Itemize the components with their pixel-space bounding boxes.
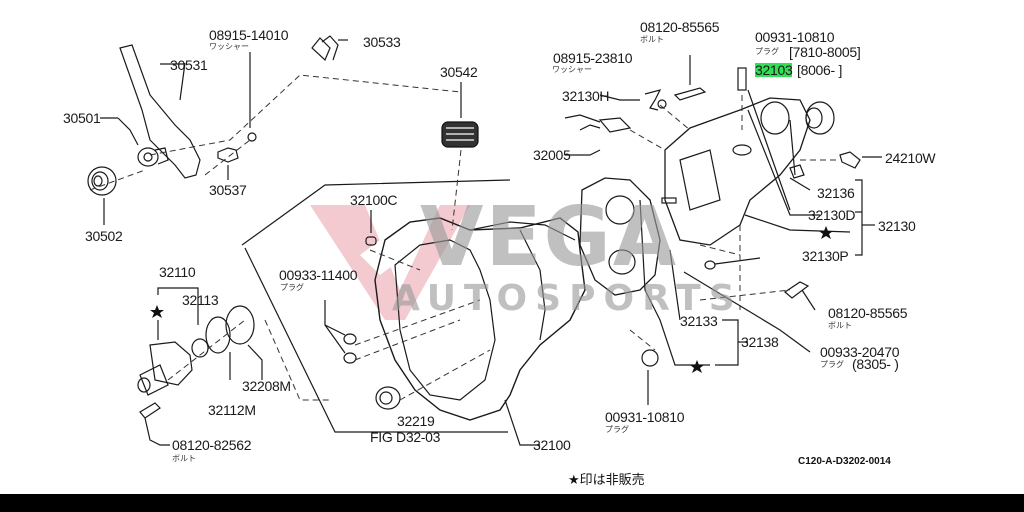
part-label-32130H[interactable]: 32130H [562,88,610,104]
part-label-08915-14010[interactable]: 08915-14010 [209,27,289,43]
part-label-00931-10810-bottom[interactable]: 00931-10810 [605,409,685,425]
part-label-32113[interactable]: 32113 [182,292,219,308]
part-label-30502[interactable]: 30502 [85,228,123,244]
part-label-32130[interactable]: 32130 [878,218,916,234]
part-desc-plug-left: プラグ [280,283,304,292]
part-label-30542[interactable]: 30542 [440,64,478,80]
part-desc-washer: ワッシャー [209,42,249,51]
footnote-not-for-sale: ★印は非販売 [568,472,645,487]
watermark-title: VEGA [420,190,679,285]
part-range-8006: [8006- ] [797,62,843,78]
part-label-32133[interactable]: 32133 [680,313,718,329]
part-label-30533[interactable]: 30533 [363,34,401,50]
part-label-00933-11400[interactable]: 00933-11400 [279,267,358,283]
part-label-24210W[interactable]: 24210W [885,150,936,166]
part-desc-plug-right: プラグ [820,360,844,369]
part-desc-washer-2: ワッシャー [552,65,592,74]
part-label-32110[interactable]: 32110 [159,264,196,280]
part-label-32130D[interactable]: 32130D [808,207,856,223]
part-label-32112M[interactable]: 32112M [208,402,256,418]
part-desc-bolt-top: ボルト [640,35,664,44]
part-desc-bolt-right: ボルト [828,321,852,330]
part-desc-plug-bottom: プラグ [605,425,629,434]
part-label-32100[interactable]: 32100 [533,437,571,453]
part-label-32005[interactable]: 32005 [533,147,571,163]
part-range-8305: (8305- ) [852,356,899,372]
part-label-32219[interactable]: 32219 [397,413,435,429]
part-desc-plug-top: プラグ [755,47,779,56]
bottom-black-bar [0,494,1024,512]
diagram-code: C120-A-D3202-0014 [798,456,891,467]
part-label-30537[interactable]: 30537 [209,182,247,198]
part-label-32138[interactable]: 32138 [741,334,779,350]
part-label-08915-23810[interactable]: 08915-23810 [553,50,633,66]
star-icon [150,226,833,373]
part-range-7810-8005: [7810-8005] [789,44,861,60]
part-label-00933-20470[interactable]: 00933-20470 [820,344,900,360]
part-label-08120-82562[interactable]: 08120-82562 [172,437,252,453]
part-desc-bolt-left: ボルト [172,454,196,463]
watermark-subtitle: AUTOSPORTS [392,278,743,319]
part-label-08120-85565-top[interactable]: 08120-85565 [640,19,720,35]
part-label-30531[interactable]: 30531 [170,57,208,73]
part-label-00931-10810-top[interactable]: 00931-10810 [755,29,835,45]
part-label-32136[interactable]: 32136 [817,185,855,201]
part-label-30501[interactable]: 30501 [63,110,101,126]
part-label-08120-85565-right[interactable]: 08120-85565 [828,305,908,321]
figure-title: FIG D32-03 [370,429,441,445]
part-label-32103-highlighted[interactable]: 32103 [755,62,793,78]
part-label-32130P[interactable]: 32130P [802,248,849,264]
part-label-32208M[interactable]: 32208M [242,378,291,394]
part-label-32100C[interactable]: 32100C [350,192,398,208]
